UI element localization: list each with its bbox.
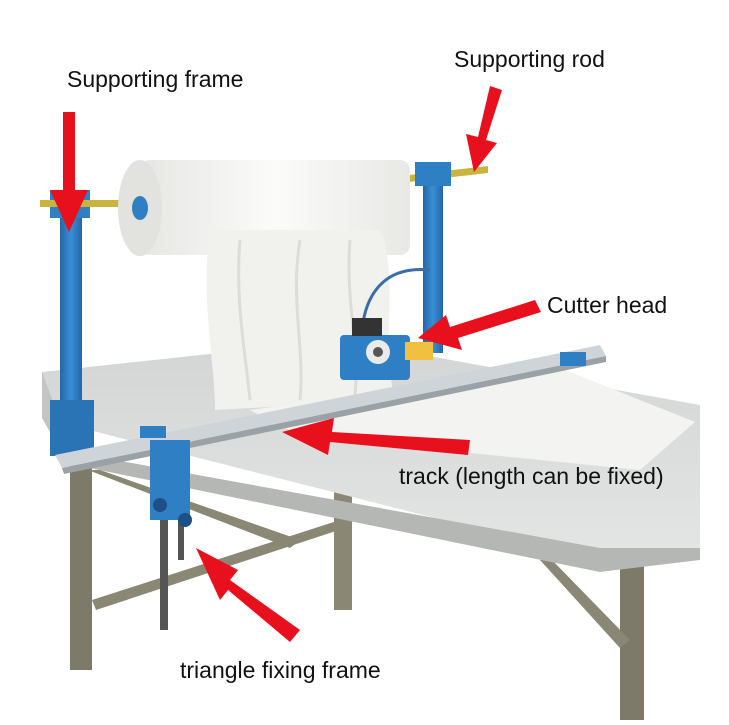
- supporting-frame-label: Supporting frame: [67, 66, 244, 92]
- fabric-sheet: [250, 368, 695, 470]
- triangle-fixing-frame-shape: [150, 440, 192, 630]
- triangle-fixing-frame-label: triangle fixing frame: [180, 657, 381, 683]
- track-rail: [55, 345, 606, 474]
- supporting-rod-label: Supporting rod: [454, 46, 605, 72]
- right-frame: [415, 162, 451, 353]
- cutter-head: [340, 318, 433, 380]
- left-frame: [50, 190, 94, 456]
- red-arrow-icon: [50, 86, 541, 642]
- track-label: track (length can be fixed): [399, 463, 664, 489]
- cutter-head-label: Cutter head: [547, 292, 668, 318]
